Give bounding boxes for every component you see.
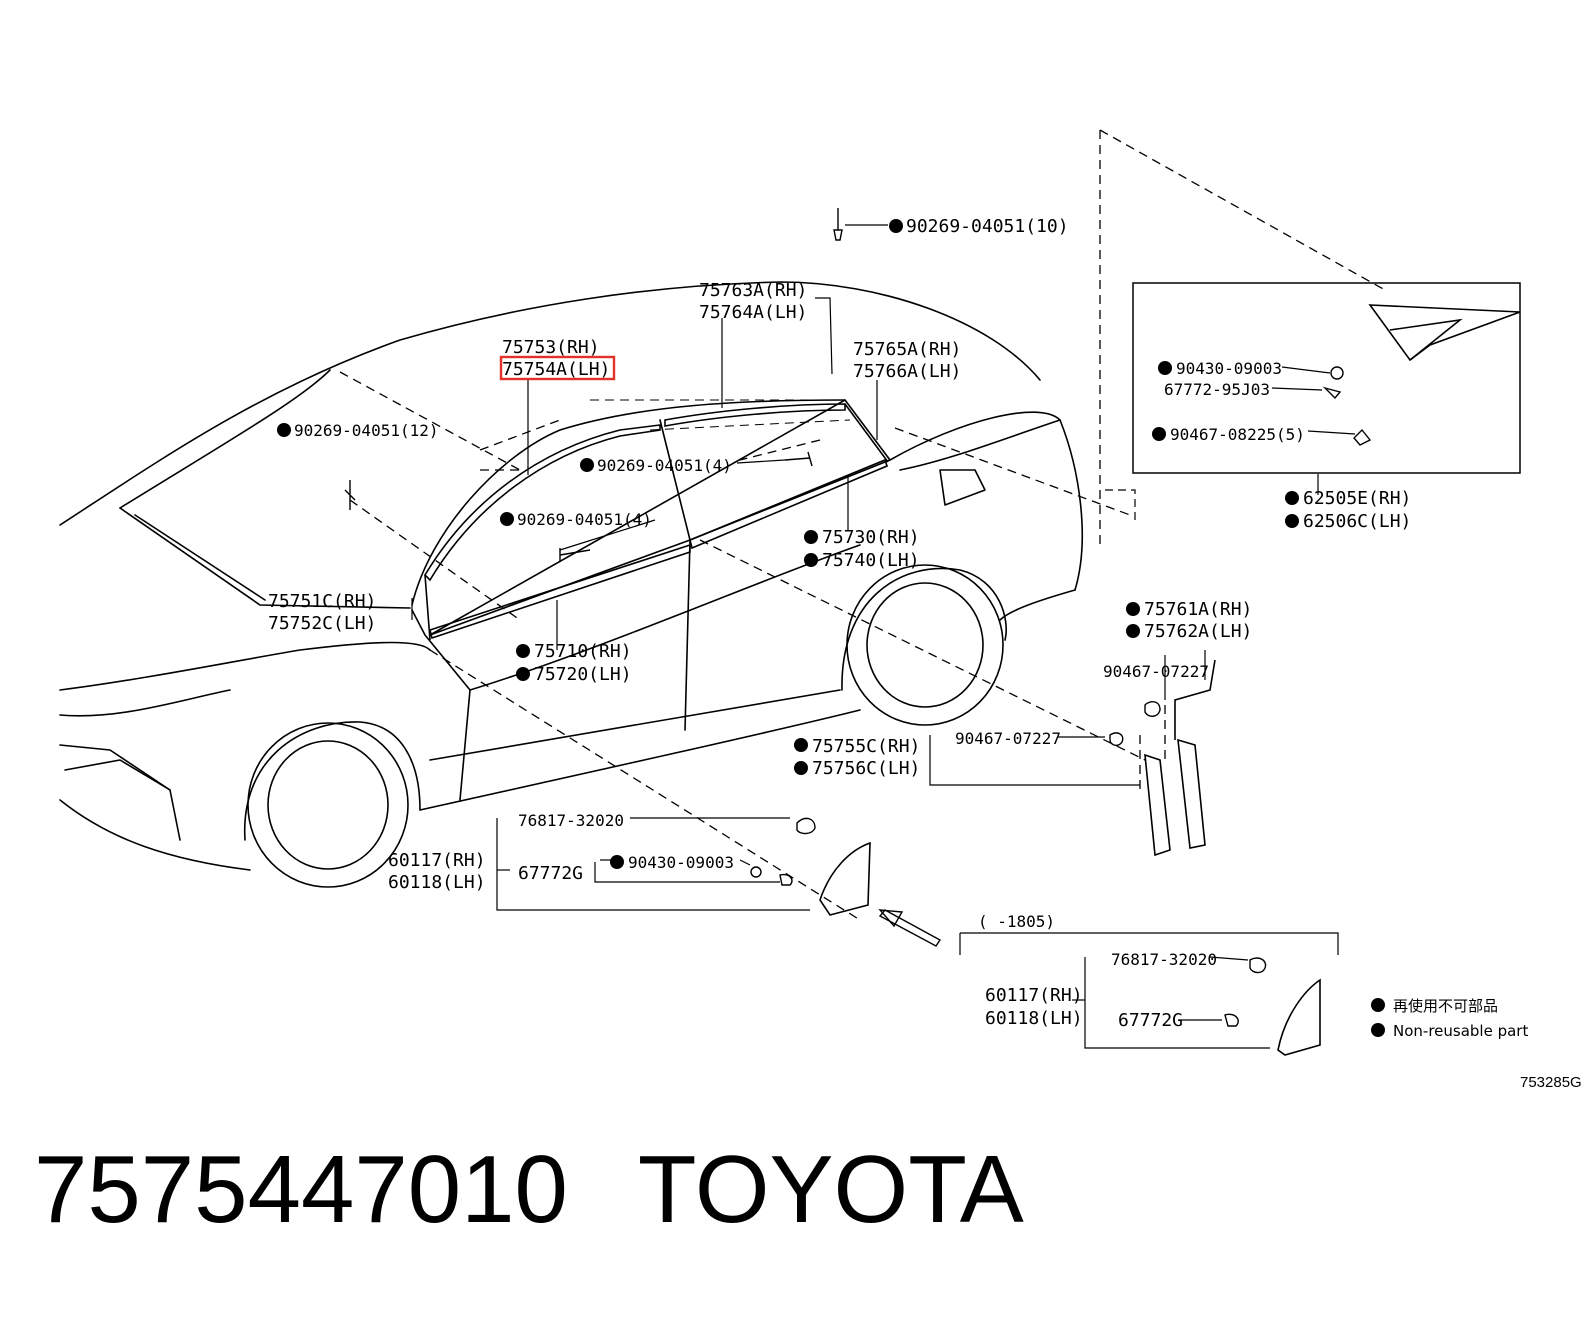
callout-75752c: 75752C(LH) — [268, 613, 376, 634]
callout-75740: 75740(LH) — [822, 550, 920, 571]
legend-dot-2 — [1371, 1023, 1385, 1037]
detail-box — [1132, 282, 1521, 474]
legend-dot-1 — [1371, 998, 1385, 1012]
callout-75710: 75710(RH) — [534, 641, 632, 662]
callout-67772-95j03: 67772-95J03 — [1164, 380, 1270, 399]
callout-60118-a: 60118(LH) — [388, 872, 486, 893]
callout-90467-08225: 90467-08225(5) — [1170, 425, 1305, 444]
selected-part-highlight — [499, 355, 616, 381]
callout-62506c: 62506C(LH) — [1303, 511, 1411, 532]
callout-75753: 75753(RH) — [502, 337, 600, 358]
callout-75756c: 75756C(LH) — [812, 758, 920, 779]
dashed-leaders — [339, 129, 1386, 921]
callout-date-range: ( -1805) — [978, 912, 1055, 931]
callout-90269-04051-10: 90269-04051(10) — [906, 216, 1069, 237]
callout-67772g-b: 67772G — [1118, 1010, 1183, 1031]
callout-90269-04051-12: 90269-04051(12) — [294, 421, 439, 440]
reference-code: 753285G — [1520, 1074, 1582, 1091]
callout-75730: 75730(RH) — [822, 527, 920, 548]
callout-75762a: 75762A(LH) — [1144, 621, 1252, 642]
callout-90269-04051-4-a: 90269-04051(4) — [597, 456, 732, 475]
callout-75765a: 75765A(RH) — [853, 339, 961, 360]
fasteners — [344, 208, 1372, 1027]
part-caption: 7575447010 TOYOTA — [34, 1135, 1134, 1245]
brand-name: TOYOTA — [637, 1136, 1024, 1243]
callout-75766a: 75766A(LH) — [853, 361, 961, 382]
callout-76817-32020-b: 76817-32020 — [1111, 950, 1217, 969]
callout-75755c: 75755C(RH) — [812, 736, 920, 757]
callout-75764a: 75764A(LH) — [699, 302, 807, 323]
callout-90467-07227-a: 90467-07227 — [1103, 662, 1209, 681]
callout-60118-b: 60118(LH) — [985, 1008, 1083, 1029]
callout-90269-04051-4-b: 90269-04051(4) — [517, 510, 652, 529]
callout-90467-07227-b: 90467-07227 — [955, 729, 1061, 748]
part-number: 7575447010 — [34, 1136, 568, 1243]
callout-75720: 75720(LH) — [534, 664, 632, 685]
molding-75710 — [429, 543, 691, 640]
non-reusable-markers — [277, 219, 1385, 1037]
trim-parts — [423, 304, 1521, 1056]
callout-60117-a: 60117(RH) — [388, 850, 486, 871]
legend-line-2: Non-reusable part — [1393, 1022, 1528, 1040]
callout-75751c: 75751C(RH) — [268, 591, 376, 612]
legend-line-1: 再使用不可部品 — [1393, 997, 1498, 1015]
leader-lines — [411, 224, 1356, 1049]
molding-75753 — [423, 424, 661, 582]
molding-75763a — [664, 403, 846, 427]
callout-75763a: 75763A(RH) — [699, 280, 807, 301]
molding-75730 — [689, 458, 888, 550]
callout-labels: 90269-04051(10) 75763A(RH) 75764A(LH) 75… — [268, 216, 1411, 1031]
callout-60117-b: 60117(RH) — [985, 985, 1083, 1006]
callout-75761a: 75761A(RH) — [1144, 599, 1252, 620]
callout-90430-09003-b: 90430-09003 — [628, 853, 734, 872]
callout-67772g-a: 67772G — [518, 863, 583, 884]
callout-90430-09003-a: 90430-09003 — [1176, 359, 1282, 378]
callout-75754a: 75754A(LH) — [502, 359, 610, 380]
callout-62505e: 62505E(RH) — [1303, 488, 1411, 509]
legend: 再使用不可部品 Non-reusable part — [1393, 997, 1528, 1040]
callout-76817-32020-a: 76817-32020 — [518, 811, 624, 830]
